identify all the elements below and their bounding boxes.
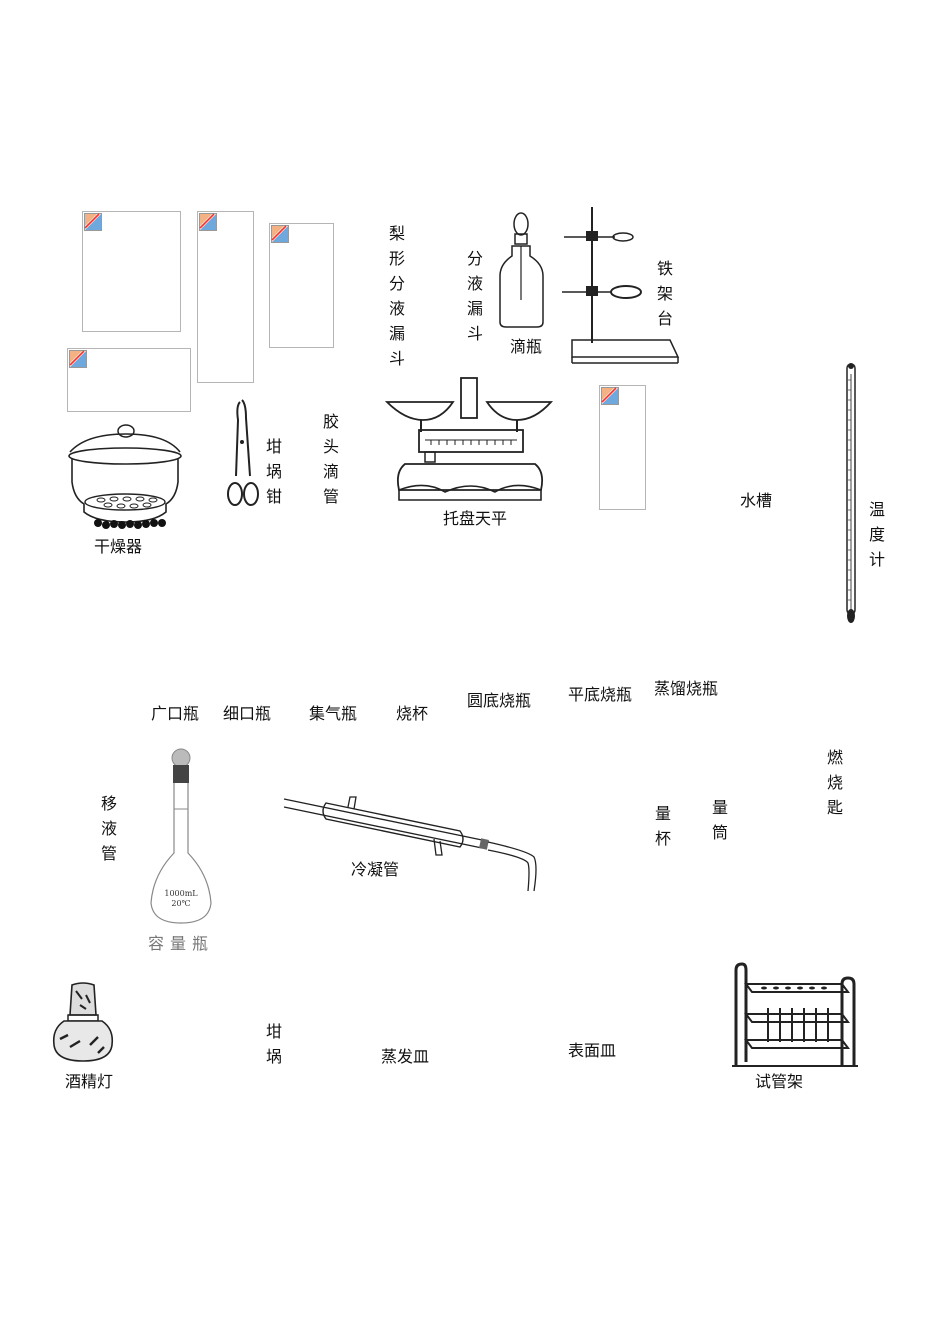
label-desiccator: 干燥器: [94, 537, 143, 556]
label-dropper-bottle: 滴瓶: [510, 337, 543, 356]
label-balance: 托盘天平: [443, 509, 508, 528]
label-water-trough: 水槽: [740, 491, 773, 510]
thermometer-drawing: [846, 363, 856, 623]
label-thermometer: 温度计: [868, 500, 885, 569]
label-alcohol-lamp: 酒精灯: [65, 1072, 114, 1091]
label-rubber-dropper: 胶头滴管: [322, 412, 339, 506]
label-gas-jar: 集气瓶: [309, 704, 358, 723]
desiccator-drawing: [68, 424, 182, 529]
test-tube-rack-drawing: [732, 962, 858, 1067]
iron-stand-drawing: [562, 207, 680, 364]
image-placeholder-2: [197, 211, 254, 383]
label-round-bottom-flask: 圆底烧瓶: [467, 691, 532, 710]
label-crucible: 坩埚: [265, 1022, 282, 1066]
label-condenser: 冷凝管: [351, 860, 400, 879]
label-distilling-flask: 蒸馏烧瓶: [654, 679, 719, 698]
alcohol-lamp-drawing: [52, 982, 114, 1062]
label-combustion-spoon: 燃烧匙: [826, 748, 843, 817]
broken-image-icon: [199, 213, 217, 231]
label-narrow-mouth-bottle: 细口瓶: [223, 704, 272, 723]
label-measuring-cup: 量杯: [654, 804, 671, 848]
label-iron-stand: 铁架台: [656, 259, 673, 328]
dropper-bottle-drawing: [499, 212, 544, 328]
label-separatory-funnel: 分液漏斗: [466, 249, 483, 343]
image-placeholder-4: [67, 348, 191, 412]
label-wide-mouth-bottle: 广口瓶: [151, 704, 200, 723]
condenser-drawing: [283, 796, 537, 892]
broken-image-icon: [84, 213, 102, 231]
label-beaker: 烧杯: [396, 704, 429, 723]
label-volumetric-flask: 容量瓶: [148, 934, 215, 953]
flask-marking-1: 1000mL: [164, 889, 198, 898]
balance-drawing: [385, 377, 554, 501]
flask-marking-2: 20℃: [171, 899, 190, 908]
label-watch-glass: 表面皿: [568, 1041, 617, 1060]
crucible-tongs-drawing: [227, 399, 259, 506]
label-evaporating-dish: 蒸发皿: [381, 1047, 430, 1066]
label-test-tube-rack: 试管架: [755, 1072, 804, 1091]
label-pipette: 移液管: [100, 794, 117, 863]
volumetric-flask-drawing: 1000mL 20℃: [150, 748, 212, 924]
label-flat-bottom-flask: 平底烧瓶: [568, 685, 633, 704]
image-placeholder-5: [599, 385, 646, 510]
label-crucible-tongs: 坩埚钳: [265, 437, 282, 506]
broken-image-icon: [601, 387, 619, 405]
image-placeholder-3: [269, 223, 334, 348]
image-placeholder-1: [82, 211, 181, 332]
label-pear-funnel: 梨形分液漏斗: [388, 224, 405, 368]
label-measuring-cylinder: 量筒: [711, 798, 728, 842]
broken-image-icon: [271, 225, 289, 243]
broken-image-icon: [69, 350, 87, 368]
